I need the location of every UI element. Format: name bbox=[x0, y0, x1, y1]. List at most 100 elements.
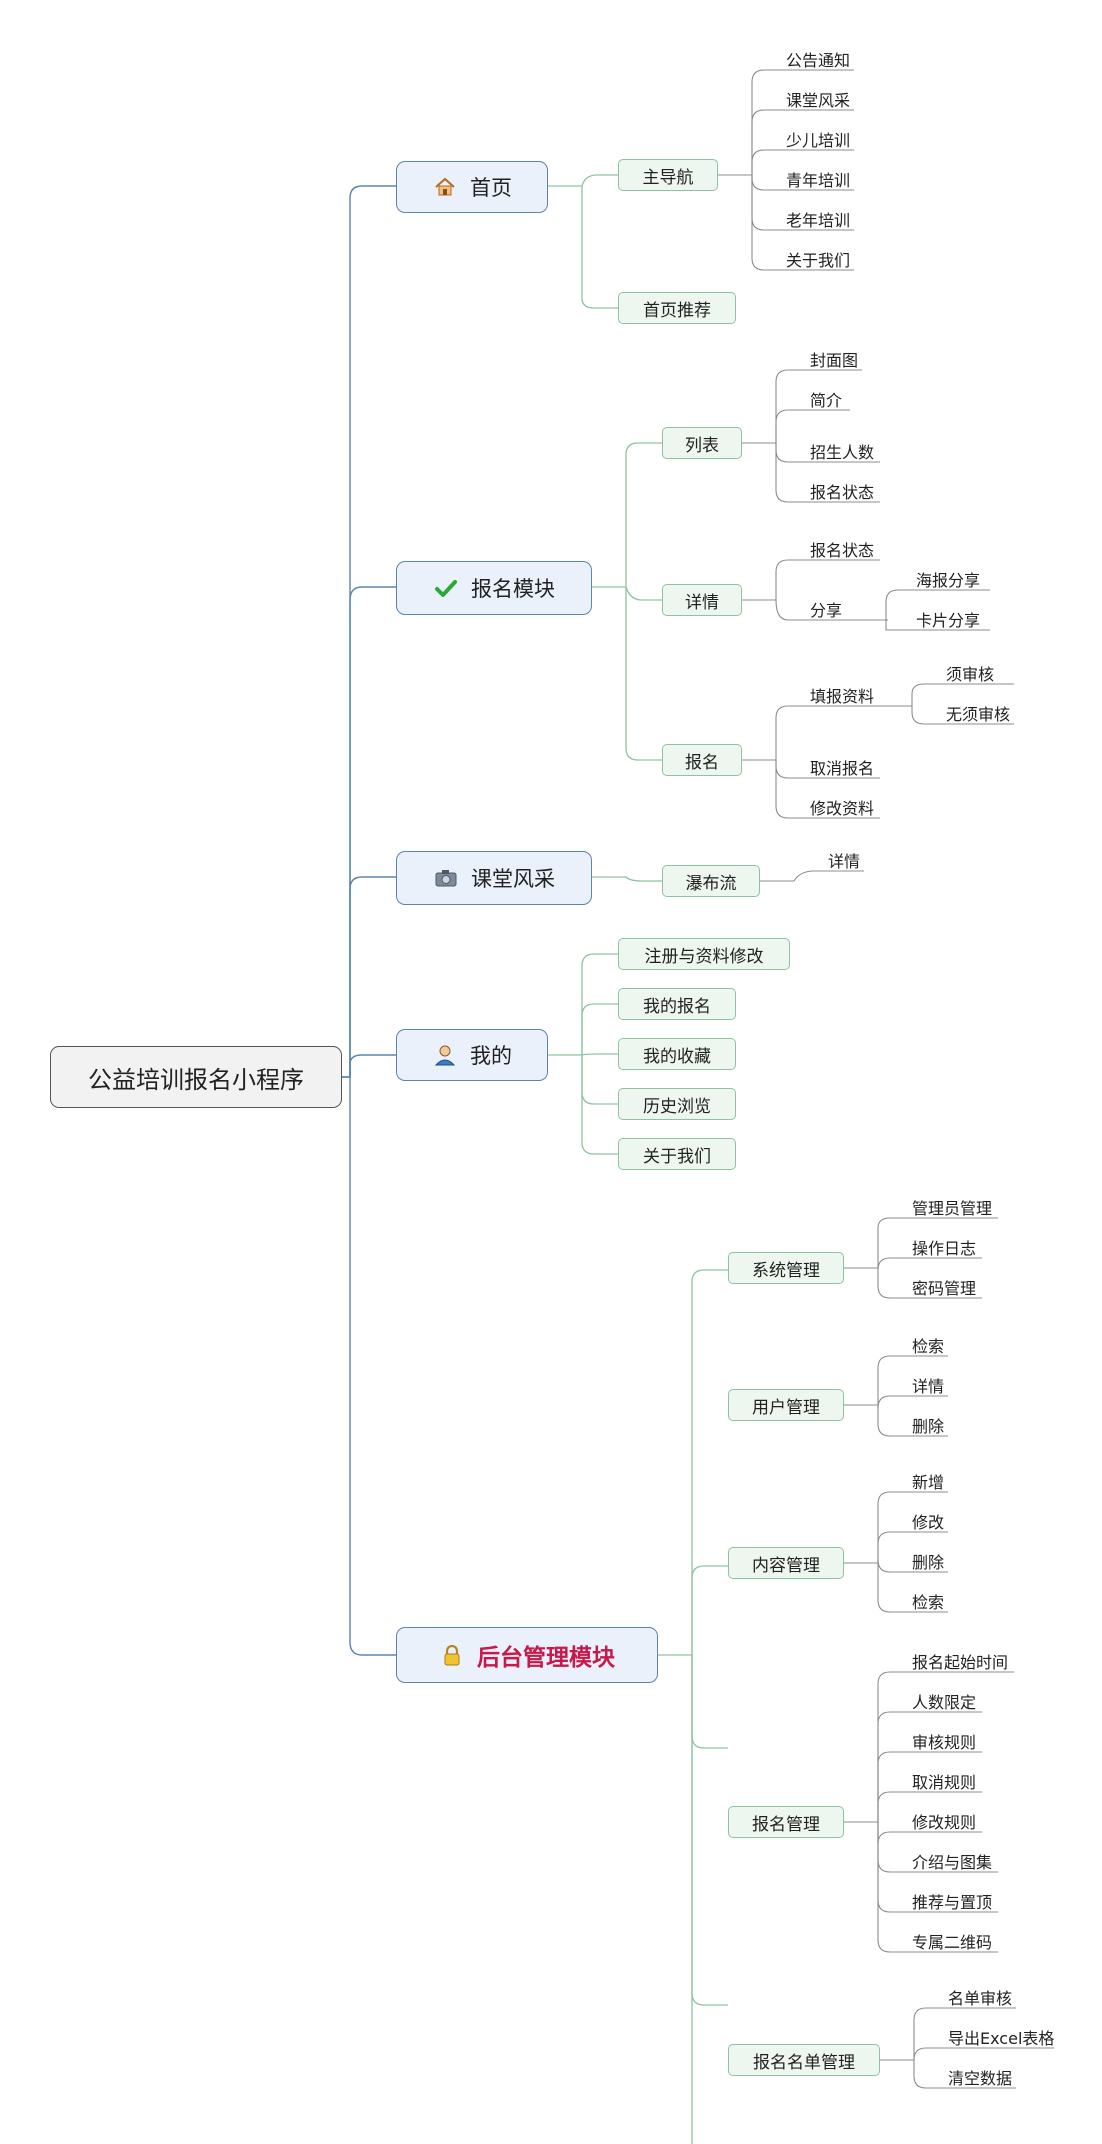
leaf-label: 删除 bbox=[912, 1553, 945, 1572]
home-nav-item: 公告通知 bbox=[784, 48, 884, 70]
leaf-label: 无须审核 bbox=[946, 705, 1011, 724]
mine-item-label: 我的报名 bbox=[643, 996, 711, 1017]
admin-content-item: 检索 bbox=[910, 1590, 970, 1612]
home-recommend: 首页推荐 bbox=[618, 292, 736, 324]
signup-detail: 详情 bbox=[662, 584, 742, 616]
leaf-label: 青年培训 bbox=[786, 171, 851, 190]
leaf-label: 封面图 bbox=[810, 351, 859, 370]
home-main-nav-label: 主导航 bbox=[642, 167, 694, 188]
leaf-label: 删除 bbox=[912, 1417, 945, 1436]
module-mine: 我的 bbox=[396, 1029, 548, 1081]
camera-icon bbox=[433, 865, 459, 891]
admin-content-item: 新增 bbox=[910, 1470, 970, 1492]
leaf-label: 公告通知 bbox=[786, 51, 851, 70]
checkmark-icon bbox=[433, 575, 459, 601]
admin-roster-item: 清空数据 bbox=[946, 2066, 1036, 2088]
leaf-label: 报名起始时间 bbox=[912, 1653, 1009, 1672]
leaf-label: 导出Excel表格 bbox=[948, 2029, 1055, 2048]
apply-fill: 填报资料 bbox=[808, 684, 908, 706]
user-icon bbox=[432, 1042, 458, 1068]
module-admin-label: 后台管理模块 bbox=[477, 1645, 615, 1671]
gallery-waterfall-label: 瀑布流 bbox=[685, 873, 737, 894]
leaf-label: 操作日志 bbox=[912, 1239, 977, 1258]
module-gallery-label: 课堂风采 bbox=[471, 867, 555, 891]
admin-content: 内容管理 bbox=[728, 1547, 844, 1579]
mine-item-label: 注册与资料修改 bbox=[644, 946, 764, 967]
leaf-label: 详情 bbox=[912, 1377, 945, 1396]
mine-item-label: 我的收藏 bbox=[643, 1046, 711, 1067]
admin-roster-label: 报名名单管理 bbox=[753, 2052, 855, 2073]
leaf-label: 分享 bbox=[810, 601, 843, 620]
signup-list-item: 招生人数 bbox=[808, 440, 908, 462]
signup-apply-label: 报名 bbox=[685, 752, 719, 773]
leaf-label: 取消报名 bbox=[810, 759, 875, 778]
admin-system-item: 管理员管理 bbox=[910, 1196, 1010, 1218]
signup-list-item: 简介 bbox=[808, 388, 908, 410]
module-admin: 后台管理模块 bbox=[396, 1627, 658, 1683]
signup-list-item: 封面图 bbox=[808, 348, 908, 370]
house-icon bbox=[432, 174, 458, 200]
apply-modify: 修改资料 bbox=[808, 796, 908, 818]
module-signup-label: 报名模块 bbox=[471, 577, 555, 601]
home-main-nav: 主导航 bbox=[618, 159, 718, 191]
admin-signup-item: 审核规则 bbox=[910, 1730, 1010, 1752]
admin-content-label: 内容管理 bbox=[752, 1555, 820, 1576]
signup-apply: 报名 bbox=[662, 744, 742, 776]
gallery-waterfall: 瀑布流 bbox=[662, 865, 760, 897]
module-home-label: 首页 bbox=[470, 176, 512, 200]
module-gallery: 课堂风采 bbox=[396, 851, 592, 905]
admin-signup-label: 报名管理 bbox=[752, 1814, 820, 1835]
leaf-label: 简介 bbox=[810, 391, 843, 410]
module-signup: 报名模块 bbox=[396, 561, 592, 615]
leaf-label: 修改规则 bbox=[912, 1813, 977, 1832]
home-nav-item: 青年培训 bbox=[784, 168, 884, 190]
home-nav-item: 老年培训 bbox=[784, 208, 884, 230]
admin-system: 系统管理 bbox=[728, 1252, 844, 1284]
admin-roster-item: 名单审核 bbox=[946, 1986, 1036, 2008]
lock-icon bbox=[439, 1642, 465, 1668]
mine-item: 关于我们 bbox=[618, 1138, 736, 1170]
signup-list: 列表 bbox=[662, 427, 742, 459]
leaf-label: 人数限定 bbox=[912, 1693, 977, 1712]
module-mine-label: 我的 bbox=[470, 1044, 512, 1068]
waterfall-detail: 详情 bbox=[826, 849, 886, 871]
admin-roster: 报名名单管理 bbox=[728, 2044, 880, 2076]
admin-user-label: 用户管理 bbox=[752, 1397, 820, 1418]
home-nav-item: 少儿培训 bbox=[784, 128, 884, 150]
admin-content-item: 修改 bbox=[910, 1510, 970, 1532]
admin-signup-item: 推荐与置顶 bbox=[910, 1890, 1010, 1912]
module-home: 首页 bbox=[396, 161, 548, 213]
leaf-label: 招生人数 bbox=[810, 443, 875, 462]
leaf-label: 专属二维码 bbox=[912, 1933, 993, 1952]
admin-signup: 报名管理 bbox=[728, 1806, 844, 1838]
mine-item-label: 历史浏览 bbox=[643, 1096, 711, 1117]
admin-system-label: 系统管理 bbox=[752, 1260, 820, 1281]
root-node: 公益培训报名小程序 bbox=[50, 1046, 342, 1108]
fill-item: 无须审核 bbox=[944, 702, 1034, 724]
leaf-label: 修改资料 bbox=[810, 799, 875, 818]
share-item: 海报分享 bbox=[914, 568, 1004, 590]
admin-user-item: 检索 bbox=[910, 1334, 970, 1356]
leaf-label: 清空数据 bbox=[948, 2069, 1013, 2088]
leaf-label: 卡片分享 bbox=[916, 611, 981, 630]
admin-roster-item: 导出Excel表格 bbox=[946, 2026, 1066, 2048]
leaf-label: 老年培训 bbox=[786, 211, 851, 230]
leaf-label: 审核规则 bbox=[912, 1733, 977, 1752]
leaf-label: 检索 bbox=[912, 1337, 945, 1356]
home-nav-item: 关于我们 bbox=[784, 248, 884, 270]
admin-signup-item: 介绍与图集 bbox=[910, 1850, 1010, 1872]
leaf-label: 海报分享 bbox=[916, 571, 981, 590]
leaf-label: 新增 bbox=[912, 1473, 945, 1492]
admin-user-item: 详情 bbox=[910, 1374, 970, 1396]
signup-detail-label: 详情 bbox=[685, 592, 719, 613]
signup-detail-status: 报名状态 bbox=[808, 538, 908, 560]
root-label: 公益培训报名小程序 bbox=[88, 1065, 304, 1094]
leaf-label: 填报资料 bbox=[810, 687, 875, 706]
leaf-label: 课堂风采 bbox=[786, 91, 851, 110]
signup-list-label: 列表 bbox=[685, 435, 719, 456]
admin-system-item: 操作日志 bbox=[910, 1236, 1010, 1258]
signup-list-item: 报名状态 bbox=[808, 480, 908, 502]
leaf-label: 取消规则 bbox=[912, 1773, 977, 1792]
admin-signup-item: 人数限定 bbox=[910, 1690, 1010, 1712]
